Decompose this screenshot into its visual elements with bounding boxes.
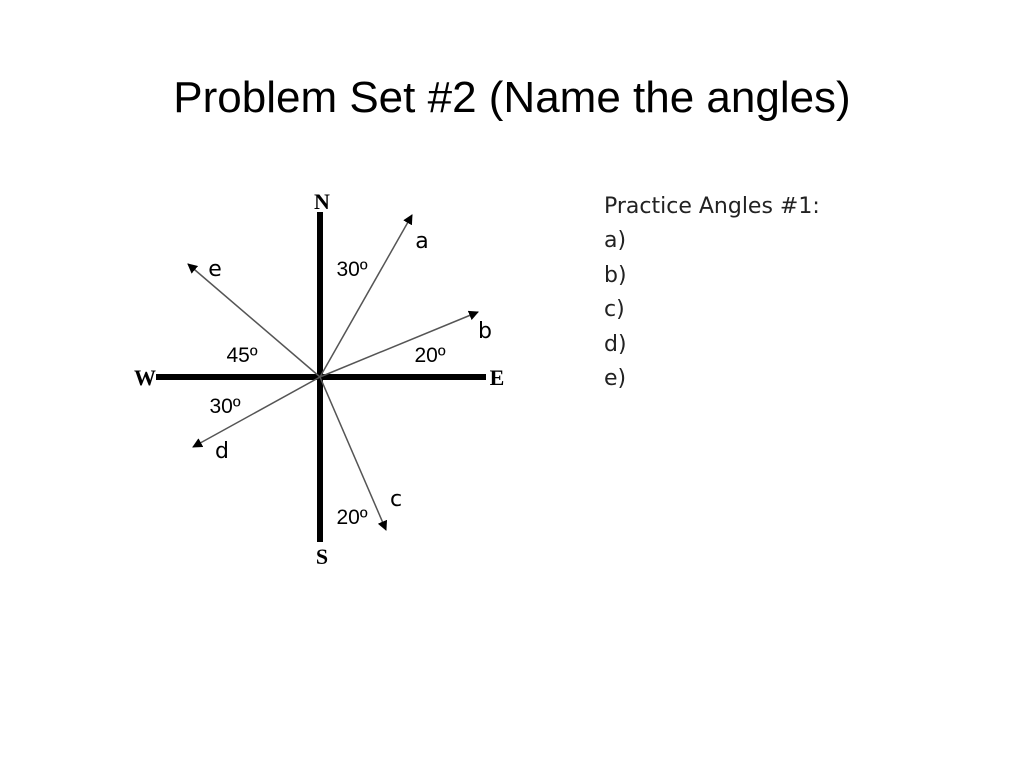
ray-d-label: d [215, 439, 229, 464]
practice-item-e: e) [604, 366, 627, 391]
ray-c [319, 376, 388, 531]
practice-item-a: a) [604, 228, 627, 253]
practice-item-d: d) [604, 331, 627, 357]
compass-north-label: N [314, 189, 330, 214]
ray-b-label: b [478, 319, 492, 344]
angle-b-label: 20º [414, 344, 445, 367]
ray-e-label: e [208, 257, 222, 282]
practice-answer-list: a) b) c) d) e) [604, 224, 904, 397]
ray-d [192, 376, 321, 448]
slide-title: Problem Set #2 (Name the angles) [173, 73, 851, 122]
ray-a [319, 214, 413, 378]
angle-e-label: 45º [226, 344, 257, 367]
compass-east-label: E [490, 365, 505, 390]
ray-b [319, 310, 479, 378]
angle-c-label: 20º [336, 506, 367, 529]
ray-e [187, 263, 321, 378]
practice-angles-panel: Practice Angles #1: a) b) c) d) e) [604, 190, 904, 397]
compass-south-label: S [316, 544, 328, 569]
practice-item-b: b) [604, 262, 627, 288]
compass-west-label: W [134, 365, 156, 390]
angle-d-label: 30º [209, 395, 240, 418]
angle-a-label: 30º [336, 258, 367, 281]
ray-a-label: a [415, 229, 428, 254]
ray-c-label: c [390, 487, 402, 512]
practice-item-c: c) [604, 297, 625, 322]
practice-heading: Practice Angles #1: [604, 194, 820, 219]
